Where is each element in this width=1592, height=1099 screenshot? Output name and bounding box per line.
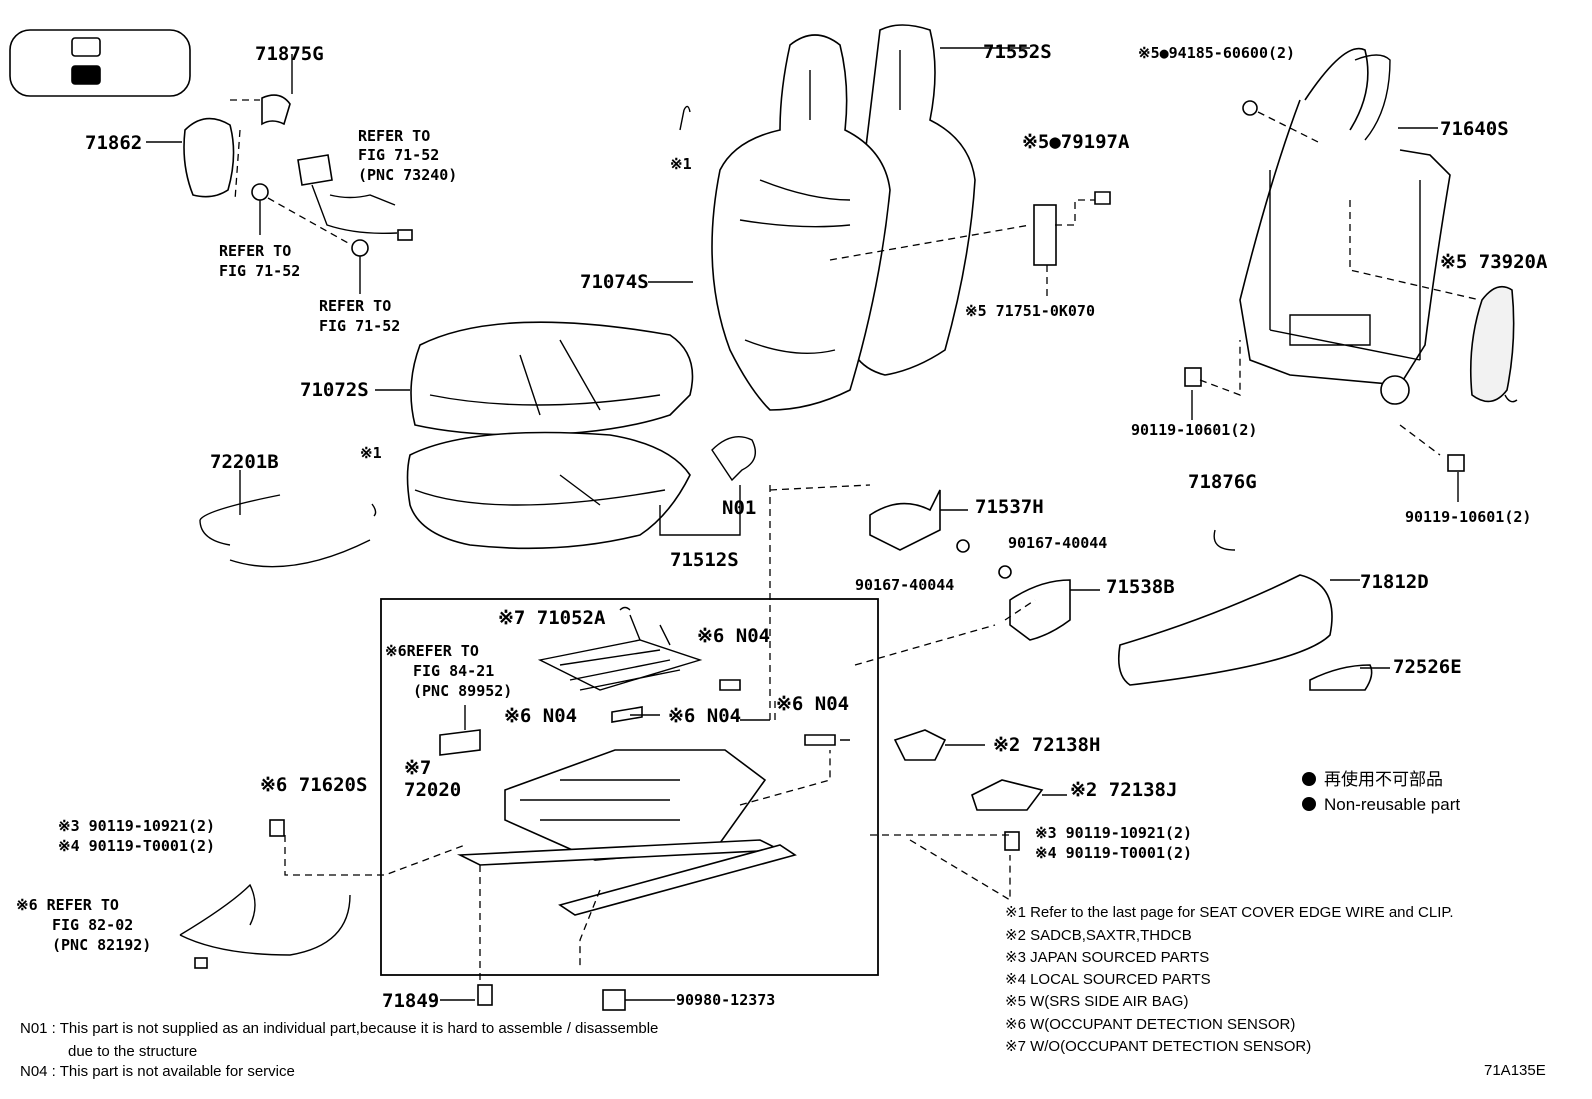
buckle-shape	[297, 154, 333, 186]
seatback-assembly	[648, 24, 1030, 411]
label-72138H: ※2 72138H	[993, 734, 1100, 756]
seat-cushion	[199, 321, 756, 568]
part-71862-shape	[183, 117, 235, 198]
label-72201B: 72201B	[210, 451, 279, 473]
label-71552S: 71552S	[983, 41, 1052, 63]
legend-bullet-jp-icon	[1302, 772, 1316, 786]
sensor-bracket	[829, 191, 1111, 300]
label-90119-10601-left: 90119-10601(2)	[1131, 421, 1257, 439]
seatback-front-shape	[711, 34, 891, 411]
label-90167-40044-b: 90167-40044	[855, 576, 954, 594]
label-71875G: 71875G	[255, 43, 324, 65]
open-swatch-icon	[71, 37, 101, 57]
label-90980-12373: 90980-12373	[676, 991, 775, 1009]
figure-id: 71A135E	[1484, 1062, 1546, 1079]
note-N01: N01 : This part is not supplied as an in…	[20, 1020, 658, 1037]
label-71640S: 71640S	[1440, 118, 1509, 140]
label-73920A: ※5 73920A	[1440, 251, 1548, 273]
bolt-right-l2: ※4 90119-T0001(2)	[1035, 844, 1192, 862]
label-90119-10601-right: 90119-10601(2)	[1405, 508, 1531, 526]
footnote-7: ※7 W/O(OCCUPANT DETECTION SENSOR)	[1005, 1038, 1311, 1055]
bolt-right-l1: ※3 90119-10921(2)	[1035, 824, 1192, 842]
lower-left-parts	[179, 819, 675, 1011]
refer-82192-l3: (PNC 82192)	[52, 936, 151, 954]
label-94185-60600: ※5●94185-60600(2)	[1138, 44, 1295, 62]
seatback-frame	[1184, 47, 1518, 502]
label-71876G: 71876G	[1188, 471, 1257, 493]
note-N04: N04 : This part is not available for ser…	[20, 1063, 295, 1080]
label-71074S: 71074S	[580, 271, 649, 293]
nut-94185-shape	[1242, 100, 1258, 116]
bolt-71849-shape	[477, 984, 493, 1006]
refer-73240-l3: (PNC 73240)	[358, 166, 457, 184]
label-71751-0K070: ※5 71751-0K070	[965, 302, 1095, 320]
adjuster-group-frame	[380, 598, 879, 976]
label-x1-top: ※1	[670, 155, 692, 173]
refer-b-l2: FIG 71-52	[319, 317, 400, 335]
view-indicator-box	[9, 29, 191, 97]
label-x1-mid: ※1	[360, 444, 382, 462]
label-71052A: ※7 71052A	[498, 607, 606, 629]
label-71512S: 71512S	[670, 549, 739, 571]
seat-frame-shape	[504, 749, 767, 861]
footnote-5: ※5 W(SRS SIDE AIR BAG)	[1005, 993, 1188, 1010]
footnote-2: ※2 SADCB,SAXTR,THDCB	[1005, 927, 1192, 944]
label-N04-c: ※6 N04	[668, 705, 741, 727]
nut-b-shape	[351, 239, 369, 257]
label-72138J: ※2 72138J	[1070, 779, 1177, 801]
clip-90980-shape	[602, 989, 626, 1011]
label-N04-b: ※6 N04	[504, 705, 577, 727]
label-N04-d: ※6 N04	[776, 693, 849, 715]
label-90167-40044-a: 90167-40044	[1008, 534, 1107, 552]
label-71812D: 71812D	[1360, 571, 1429, 593]
part-71875G-shape	[261, 94, 291, 126]
footnote-3: ※3 JAPAN SOURCED PARTS	[1005, 949, 1209, 966]
footnote-1: ※1 Refer to the last page for SEAT COVER…	[1005, 904, 1454, 921]
cushion-cover-shape	[410, 321, 694, 436]
right-mid-parts	[870, 729, 1067, 902]
label-72020-l2: 72020	[404, 779, 461, 801]
refer-89952-l3: (PNC 89952)	[413, 682, 512, 700]
side-airbag-shape	[1469, 285, 1515, 403]
label-72020-l1: ※7	[404, 757, 431, 779]
refer-73240-l2: FIG 71-52	[358, 146, 439, 164]
label-N01: N01	[722, 497, 756, 519]
label-71862: 71862	[85, 132, 142, 154]
bolt-left-l1: ※3 90119-10921(2)	[58, 817, 215, 835]
shield-parts	[769, 484, 1390, 720]
label-N04-a: ※6 N04	[697, 625, 770, 647]
refer-89952-l2: FIG 84-21	[413, 662, 494, 680]
label-71538B: 71538B	[1106, 576, 1175, 598]
bolt-left-l2: ※4 90119-T0001(2)	[58, 837, 215, 855]
cushion-pad-shape	[406, 431, 691, 550]
label-71620S: ※6 71620S	[260, 774, 367, 796]
refer-a-l2: FIG 71-52	[219, 262, 300, 280]
label-71072S: 71072S	[300, 379, 369, 401]
nut-a-shape	[251, 183, 269, 201]
refer-b-l1: REFER TO	[319, 297, 391, 315]
sensor-connector-shape	[439, 729, 481, 756]
refer-82192-l1: ※6 REFER TO	[16, 896, 119, 914]
legend-en: Non-reusable part	[1324, 795, 1460, 814]
slide-rail-right-shape	[558, 844, 797, 916]
side-cover-parts	[146, 54, 413, 294]
refer-89952-l1: ※6REFER TO	[385, 642, 479, 660]
refer-73240-l1: REFER TO	[358, 127, 430, 145]
part-71812D-shape	[1117, 574, 1333, 686]
legend-bullet-en-icon	[1302, 797, 1316, 811]
refer-a-l1: REFER TO	[219, 242, 291, 260]
filled-swatch-icon	[71, 65, 101, 85]
refer-82192-l2: FIG 82-02	[52, 916, 133, 934]
note-N01-cont: due to the structure	[68, 1043, 197, 1060]
legend-jp: 再使用不可部品	[1324, 769, 1443, 789]
footnote-4: ※4 LOCAL SOURCED PARTS	[1005, 971, 1211, 988]
label-72526E: 72526E	[1393, 656, 1462, 678]
footnote-6: ※6 W(OCCUPANT DETECTION SENSOR)	[1005, 1016, 1295, 1033]
label-79197A: ※5●79197A	[1022, 131, 1130, 153]
label-71537H: 71537H	[975, 496, 1044, 518]
label-71849: 71849	[382, 990, 439, 1012]
seat-adjuster	[439, 606, 850, 995]
